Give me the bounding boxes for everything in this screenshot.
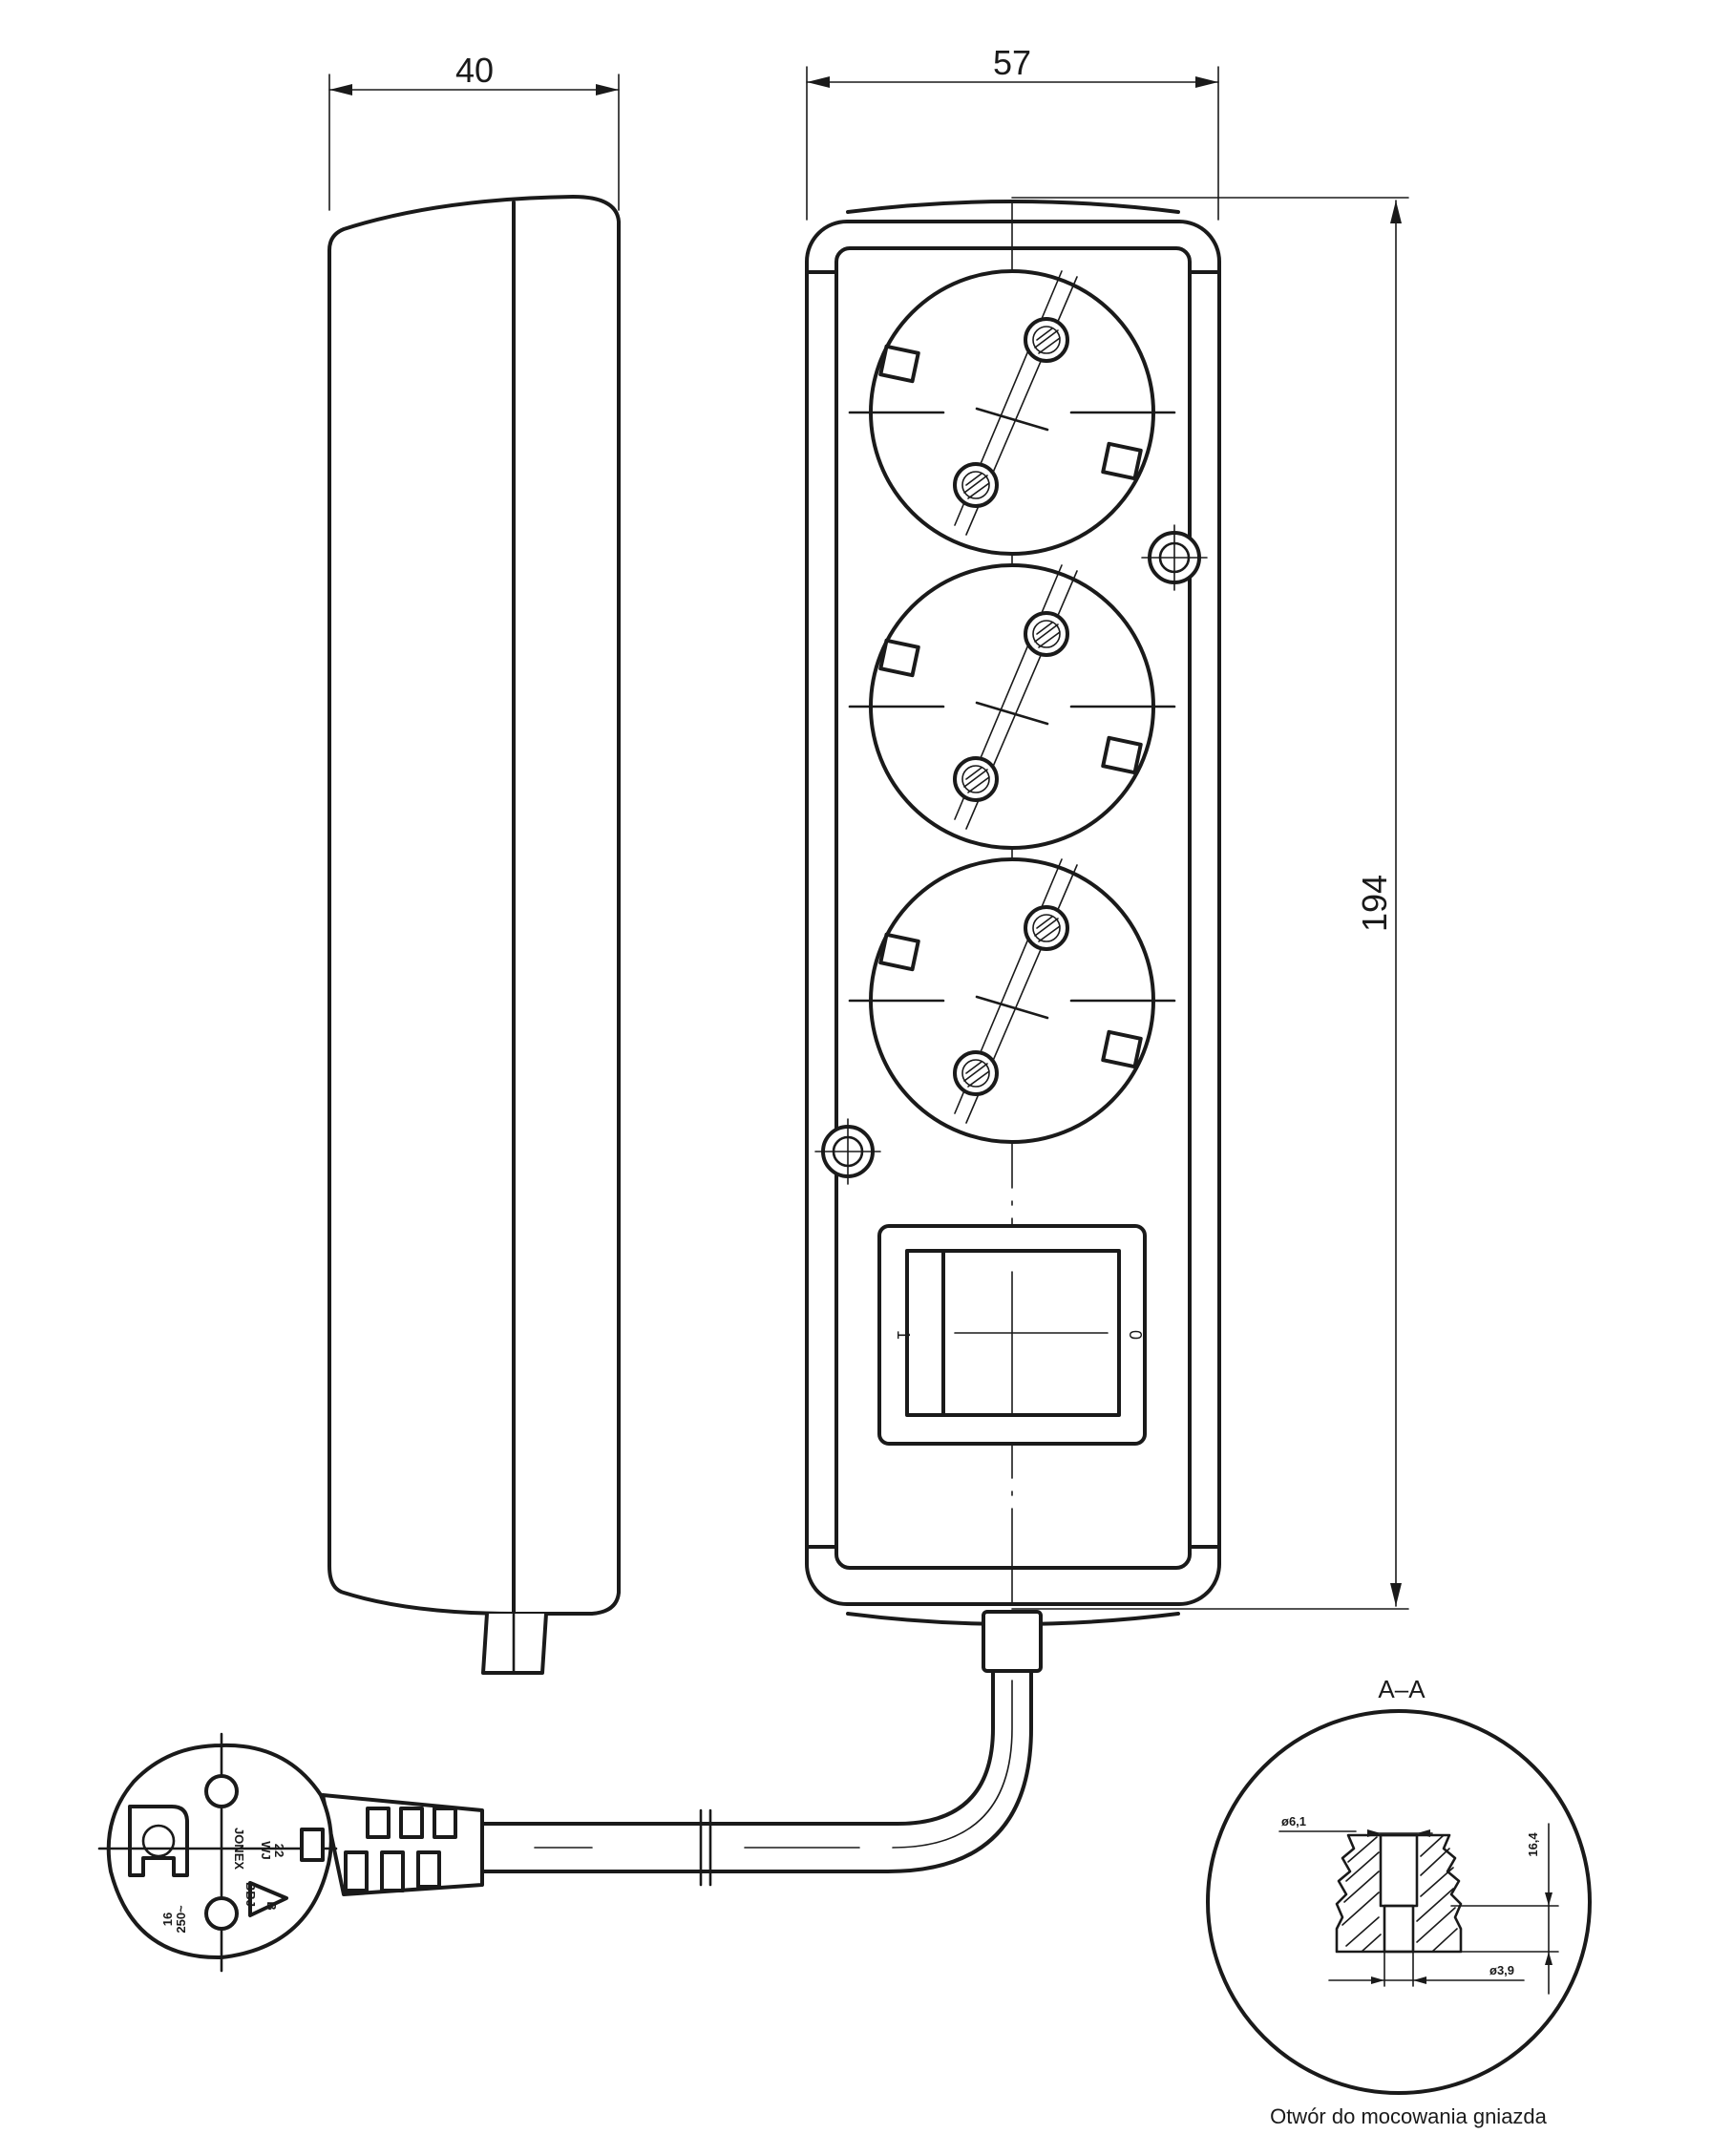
socket-1 — [848, 269, 1176, 556]
front-view: 57 194 — [805, 43, 1409, 1673]
switch-on-label: 1 — [894, 1330, 913, 1340]
section-detail-circle — [1206, 1709, 1592, 2095]
front-height-label: 194 — [1355, 875, 1394, 932]
section-caption: Otwór do mocowania gniazda — [1270, 2104, 1548, 2128]
plug-brand: JONEX — [232, 1828, 246, 1870]
plug-cert-mark: B — [264, 1901, 279, 1910]
plug-code-a: WJ — [259, 1841, 273, 1860]
section-dia-outer: ø6,1 — [1281, 1814, 1306, 1828]
screw-upper — [1141, 524, 1208, 591]
plug-cert-prefix: BBJ — [243, 1882, 258, 1907]
front-width-label: 57 — [993, 43, 1031, 82]
plug-rating-current: 16 — [160, 1913, 175, 1926]
section-title: A–A — [1378, 1675, 1426, 1703]
power-switch: 1 0 — [877, 1224, 1147, 1446]
side-width-label: 40 — [455, 51, 494, 90]
socket-3 — [848, 857, 1176, 1144]
plug-code-b: 22 — [272, 1844, 286, 1857]
socket-2 — [848, 563, 1176, 850]
front-cable-gland — [982, 1610, 1043, 1673]
switch-off-label: 0 — [1126, 1330, 1145, 1340]
side-body — [327, 195, 621, 1616]
screw-lower — [814, 1118, 881, 1185]
plug: B BBJ JONEX WJ 22 16 250~ — [97, 1732, 484, 1973]
section-depth: 16,4 — [1526, 1832, 1540, 1857]
front-face — [834, 246, 1192, 1570]
section-a-a: A–A ø6,1 ø3,9 16,4 — [1206, 1675, 1592, 2095]
side-view: 40 — [327, 51, 621, 1675]
section-dia-inner: ø3,9 — [1489, 1963, 1514, 1977]
plug-rating-voltage: 250~ — [174, 1905, 188, 1934]
power-cable — [480, 1669, 1033, 1887]
